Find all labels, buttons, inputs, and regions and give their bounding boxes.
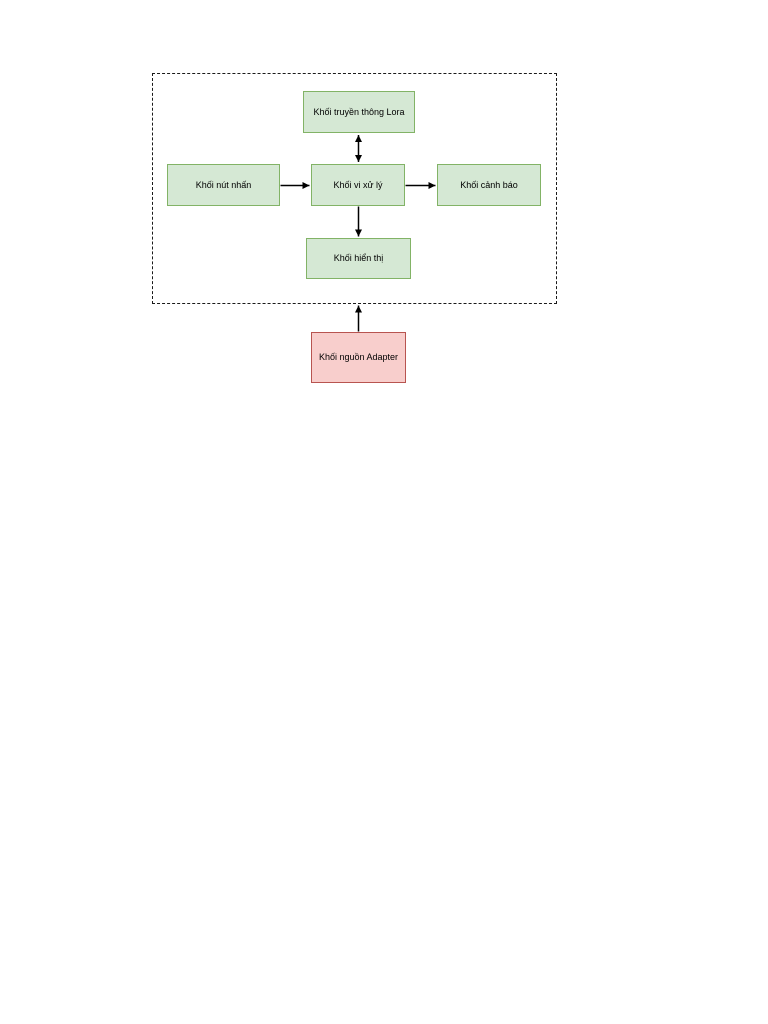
- block-lora-communication: Khối truyền thông Lora: [303, 91, 415, 133]
- block-microprocessor: Khối vi xử lý: [311, 164, 405, 206]
- block-warning: Khối cảnh báo: [437, 164, 541, 206]
- block-display: Khối hiển thị: [306, 238, 411, 279]
- block-alert-label: Khối cảnh báo: [460, 179, 518, 190]
- system-boundary-frame: [152, 73, 557, 304]
- block-power-label: Khối nguồn Adapter: [318, 352, 399, 362]
- block-mcu-label: Khối vi xử lý: [333, 179, 383, 190]
- block-lora-label: Khối truyền thông Lora: [313, 106, 405, 117]
- block-button-label: Khối nút nhấn: [195, 179, 252, 190]
- block-push-button: Khối nút nhấn: [167, 164, 280, 206]
- block-power-adapter: Khối nguồn Adapter: [311, 332, 406, 383]
- block-display-label: Khối hiển thị: [333, 253, 384, 263]
